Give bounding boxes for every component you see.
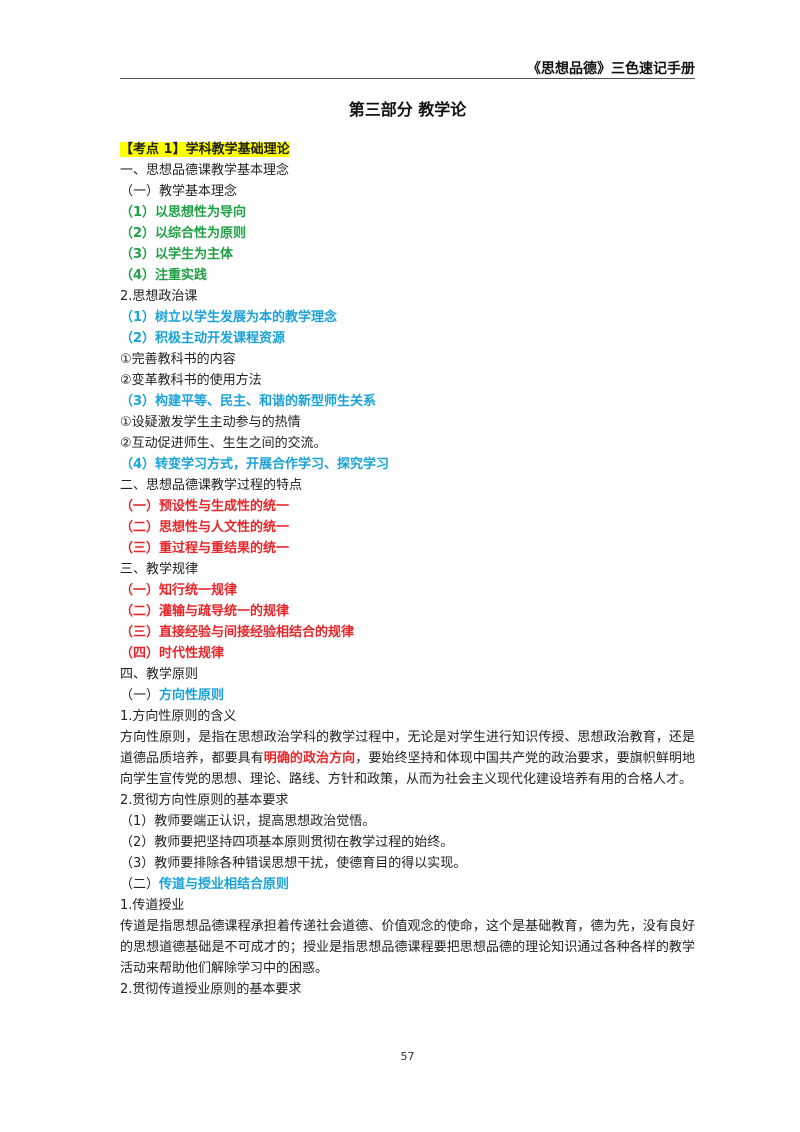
para1-highlight: 明确的政治方向 (263, 751, 356, 766)
section-title: 第三部分 教学论 (348, 100, 467, 119)
outline-line: 四、教学原则 (120, 667, 199, 682)
outline-prefix: （一） (120, 688, 160, 703)
outline-line: （3）以学生为主体 (120, 247, 234, 262)
outline-line: ②变革教科书的使用方法 (120, 373, 262, 388)
outline-line: 2.思想政治课 (120, 289, 198, 304)
outline-line: ①设疑激发学生主动参与的热情 (120, 415, 301, 430)
outline-heading-text: 传道与授业相结合原则 (159, 877, 290, 892)
outline-line: （2）以综合性为原则 (120, 226, 247, 241)
outline-line: 2.贯彻传道授业原则的基本要求 (120, 982, 302, 997)
outline-line: （二）思想性与人文性的统一 (120, 520, 290, 535)
outline-line: （三）直接经验与间接经验相结合的规律 (120, 625, 355, 640)
outline-line: 二、思想品德课教学过程的特点 (120, 478, 303, 493)
paragraph-direction-principle: 方向性原则，是指在思想政治学科的教学过程中，无论是对学生进行知识传授、思想政治教… (120, 727, 695, 790)
outline-line: 三、教学规律 (120, 562, 199, 577)
outline-block-2: 2.贯彻方向性原则的基本要求 （1）教师要端正认识，提高思想政治觉悟。 （2）教师要… (120, 790, 695, 916)
outline-prefix: （二） (120, 877, 160, 892)
outline-line: （3）教师要排除各种错误思想干扰，使德育目的得以实现。 (120, 856, 467, 871)
outline-line: （1）教师要端正认识，提高思想政治觉悟。 (120, 814, 376, 829)
document-body: 【考点 1】学科教学基础理论一、思想品德课教学基本理念 （一）教学基本理念 （1）以… (120, 139, 695, 1000)
outline-block-1: 【考点 1】学科教学基础理论一、思想品德课教学基本理念 （一）教学基本理念 （1）以… (120, 139, 695, 727)
outline-line: （3）构建平等、民主、和谐的新型师生关系 (120, 394, 377, 409)
outline-line: （2）教师要把坚持四项基本原则贯彻在教学过程的始终。 (120, 835, 454, 850)
outline-line: （2）积极主动开发课程资源 (120, 331, 286, 346)
outline-line: （4）转变学习方式，开展合作学习、探究学习 (120, 457, 390, 472)
paragraph-teaching-transmission: 传道是指思想品德课程承担着传递社会道德、价值观念的使命，这个是基础教育，德为先，… (120, 919, 695, 976)
outline-line: ①完善教科书的内容 (120, 352, 236, 367)
page-number: 57 (400, 1050, 415, 1063)
outline-line: 2.贯彻方向性原则的基本要求 (120, 793, 289, 808)
outline-line: 1.方向性原则的含义 (120, 709, 237, 724)
outline-block-3: 2.贯彻传道授业原则的基本要求 (120, 979, 695, 1000)
outline-line: （一）预设性与生成性的统一 (120, 499, 290, 514)
outline-heading-text: 方向性原则 (159, 688, 225, 703)
header-rule (120, 78, 695, 79)
outline-line: 【考点 1】学科教学基础理论 (120, 139, 695, 160)
outline-line: （1）以思想性为导向 (120, 205, 247, 220)
outline-line: （1）树立以学生发展为本的教学理念 (120, 310, 338, 325)
highlighted-heading: 【考点 1】学科教学基础理论 (120, 142, 290, 157)
outline-line: （一）教学基本理念 (120, 184, 238, 199)
outline-line: 1.传道授业 (120, 898, 185, 913)
running-header: 《思想品德》三色速记手册 (527, 61, 695, 77)
outline-line: （二）传道与授业相结合原则 (120, 874, 695, 895)
outline-line: （一）方向性原则 (120, 685, 695, 706)
outline-line: （一）知行统一规律 (120, 583, 238, 598)
outline-line: （三）重过程与重结果的统一 (120, 541, 290, 556)
outline-line: （二）灌输与疏导统一的规律 (120, 604, 290, 619)
outline-line: ②互动促进师生、生生之间的交流。 (120, 436, 327, 451)
outline-line: （四）时代性规律 (120, 646, 225, 661)
outline-line: （4）注重实践 (120, 268, 208, 283)
para1-after: ，要始终坚持和体现中国共产党的政治要求，要旗帜鲜明地向学生宣传党的思想、理论、路… (120, 751, 695, 787)
outline-line: 一、思想品德课教学基本理念 (120, 163, 290, 178)
para1-before: 方向性原则，是指在思想政治学科的教学过程中，无论是对学生进行知识传授、思想政治教… (120, 730, 695, 766)
